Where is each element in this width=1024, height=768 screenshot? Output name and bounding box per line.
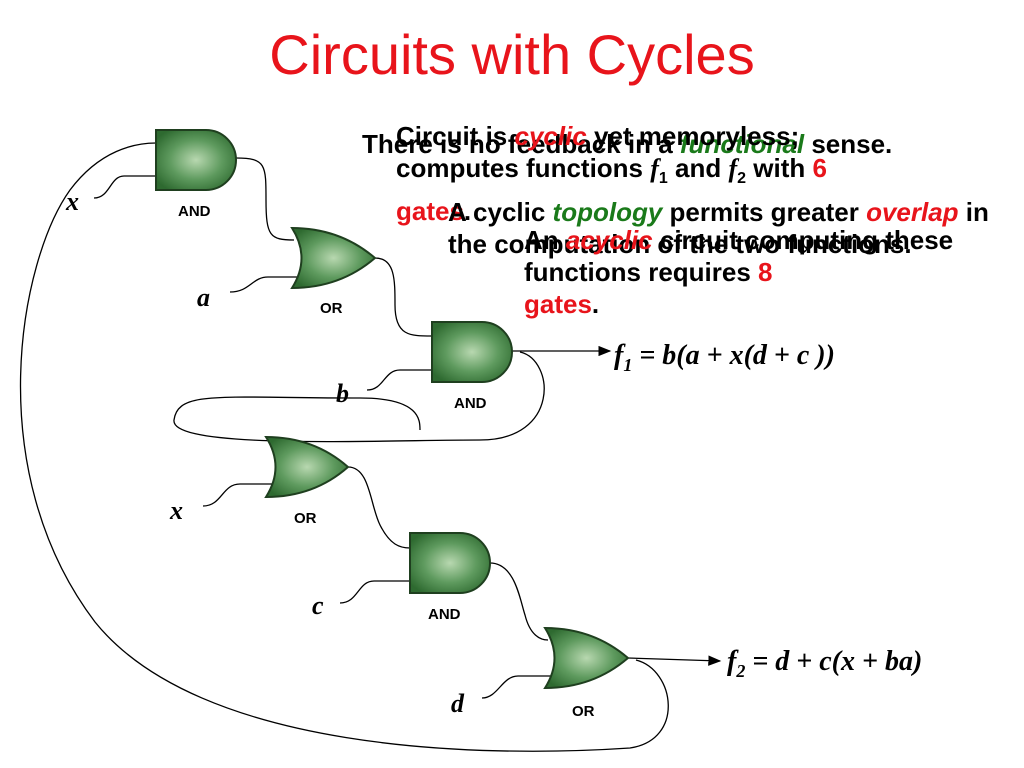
text-block-topology: A cyclic topology permits greater overla… — [448, 197, 989, 259]
gate-label: AND — [454, 395, 487, 412]
input-label-c: c — [312, 591, 324, 620]
text-block-feedback: There is no feedback in a functional sen… — [362, 129, 893, 159]
gate-label: OR — [572, 703, 595, 720]
input-label-x: x — [65, 187, 79, 216]
input-label-b: b — [336, 379, 349, 408]
text-block-acyclic: An acyclic circuit computing these funct… — [524, 225, 954, 319]
gate-and-2: AND — [431, 321, 513, 412]
gate-and-3: AND — [409, 532, 491, 623]
wires — [19, 142, 722, 752]
equation-f1: f1 = b(a + x(d + c )) — [614, 340, 835, 375]
gate-or-3: OR — [543, 626, 630, 720]
input-label-a: a — [197, 283, 210, 312]
input-label-d: d — [451, 689, 465, 718]
slide-title: Circuits with Cycles — [269, 23, 755, 86]
gate-and-1: AND — [155, 129, 237, 220]
text-block-cyclic: Circuit is cyclic yet memoryless; comput… — [396, 121, 827, 227]
input-label-x: x — [169, 496, 183, 525]
gate-or-1: OR — [290, 226, 377, 317]
gate-or-2: OR — [264, 435, 350, 527]
equation-f2: f2 = d + c(x + ba) — [727, 646, 922, 681]
gate-label: OR — [320, 300, 343, 317]
gate-label: OR — [294, 510, 317, 527]
gate-label: AND — [178, 203, 211, 220]
gate-label: AND — [428, 606, 461, 623]
